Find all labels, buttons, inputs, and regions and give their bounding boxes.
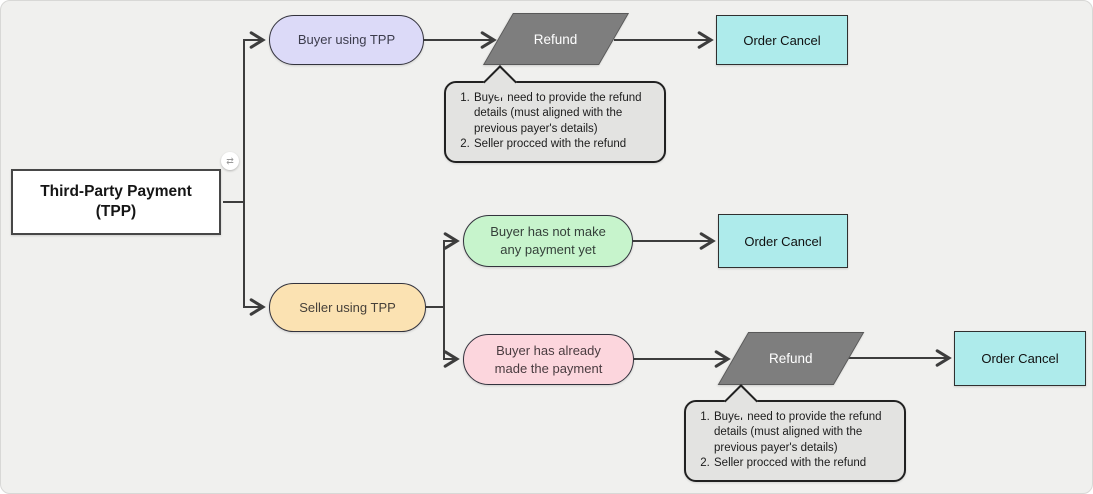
node-label: Buyer has already made the payment (494, 342, 603, 376)
node-buyer-already-paid[interactable]: Buyer has already made the payment (463, 334, 634, 385)
node-label: Order Cancel (744, 233, 822, 249)
node-order-cancel-seller[interactable]: Order Cancel (954, 331, 1086, 386)
note-item: Buyer need to provide the refund details… (713, 410, 888, 456)
note-item: Seller procced with the refund (713, 456, 888, 471)
node-label: Buyer using TPP (297, 32, 396, 48)
connector-seller-to-paid[interactable] (443, 307, 460, 368)
node-order-cancel-no-payment[interactable]: Order Cancel (718, 214, 848, 268)
node-buyer-no-payment-yet[interactable]: Buyer has not make any payment yet (463, 215, 633, 267)
branch-collapse-icon: ⇄ (226, 155, 234, 166)
connector-seller-to-nopayment[interactable] (443, 232, 460, 307)
node-label: Order Cancel (743, 32, 821, 48)
node-third-party-payment[interactable]: Third-Party Payment (TPP) (11, 169, 221, 235)
node-label: Seller using TPP (299, 299, 396, 315)
node-order-cancel-buyer[interactable]: Order Cancel (716, 15, 848, 65)
note-item: Buyer need to provide the refund details… (473, 91, 648, 137)
node-label: Order Cancel (981, 351, 1059, 366)
node-buyer-using-tpp[interactable]: Buyer using TPP (269, 15, 424, 65)
connector-root-to-buyer[interactable] (243, 31, 266, 202)
note-list: Buyer need to provide the refund details… (448, 91, 648, 152)
node-label: Refund (534, 31, 578, 47)
refund-note-seller[interactable]: Buyer need to provide the refund details… (684, 384, 906, 483)
node-seller-using-tpp[interactable]: Seller using TPP (269, 283, 426, 332)
connector-root-to-seller[interactable] (243, 202, 266, 316)
note-item: Seller procced with the refund (473, 137, 648, 152)
branch-collapse-button[interactable]: ⇄ (221, 152, 239, 170)
node-label: Third-Party Payment (TPP) (40, 182, 192, 220)
refund-note-buyer[interactable]: Buyer need to provide the refund details… (444, 65, 666, 164)
note-list: Buyer need to provide the refund details… (688, 410, 888, 471)
node-label: Buyer has not make any payment yet (490, 224, 606, 257)
node-refund-buyer[interactable]: Refund (482, 13, 630, 65)
node-refund-seller[interactable]: Refund (717, 332, 865, 385)
node-label: Refund (769, 351, 813, 366)
